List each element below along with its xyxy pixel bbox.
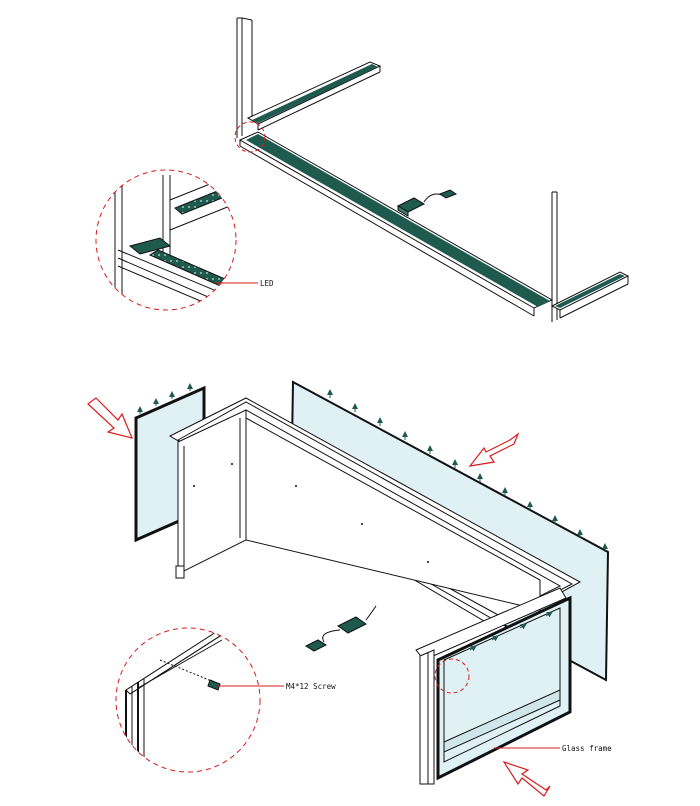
led-detail: LED	[95, 169, 274, 311]
front-rail	[238, 131, 554, 317]
mounting-dots	[193, 463, 429, 563]
insert-arrow-left	[87, 397, 134, 439]
right-post	[551, 191, 558, 322]
led-frame-view	[236, 17, 630, 322]
right-panel-screws	[469, 611, 553, 652]
insert-arrow-back	[468, 432, 520, 467]
left-frame-wall	[175, 409, 247, 579]
glass-assembly-view	[134, 380, 610, 785]
screw-detail: M4*12 Screw	[115, 627, 336, 773]
glass-frame-label: Glass frame	[562, 744, 612, 753]
led-driver	[396, 189, 458, 217]
back-panel-screws	[327, 389, 608, 552]
back-rail	[246, 61, 382, 131]
detail-marker-circle-bottom	[434, 658, 470, 694]
glass-led-driver	[304, 605, 377, 652]
left-panel-screws	[137, 383, 193, 414]
right-frame	[415, 587, 567, 785]
right-rail	[550, 271, 630, 319]
left-post	[236, 17, 253, 138]
right-glass-panel	[436, 595, 572, 781]
detail-marker-circle-top	[234, 121, 266, 153]
screw-label: M4*12 Screw	[286, 682, 336, 691]
led-label: LED	[260, 279, 274, 288]
insert-arrow-front	[502, 760, 551, 797]
